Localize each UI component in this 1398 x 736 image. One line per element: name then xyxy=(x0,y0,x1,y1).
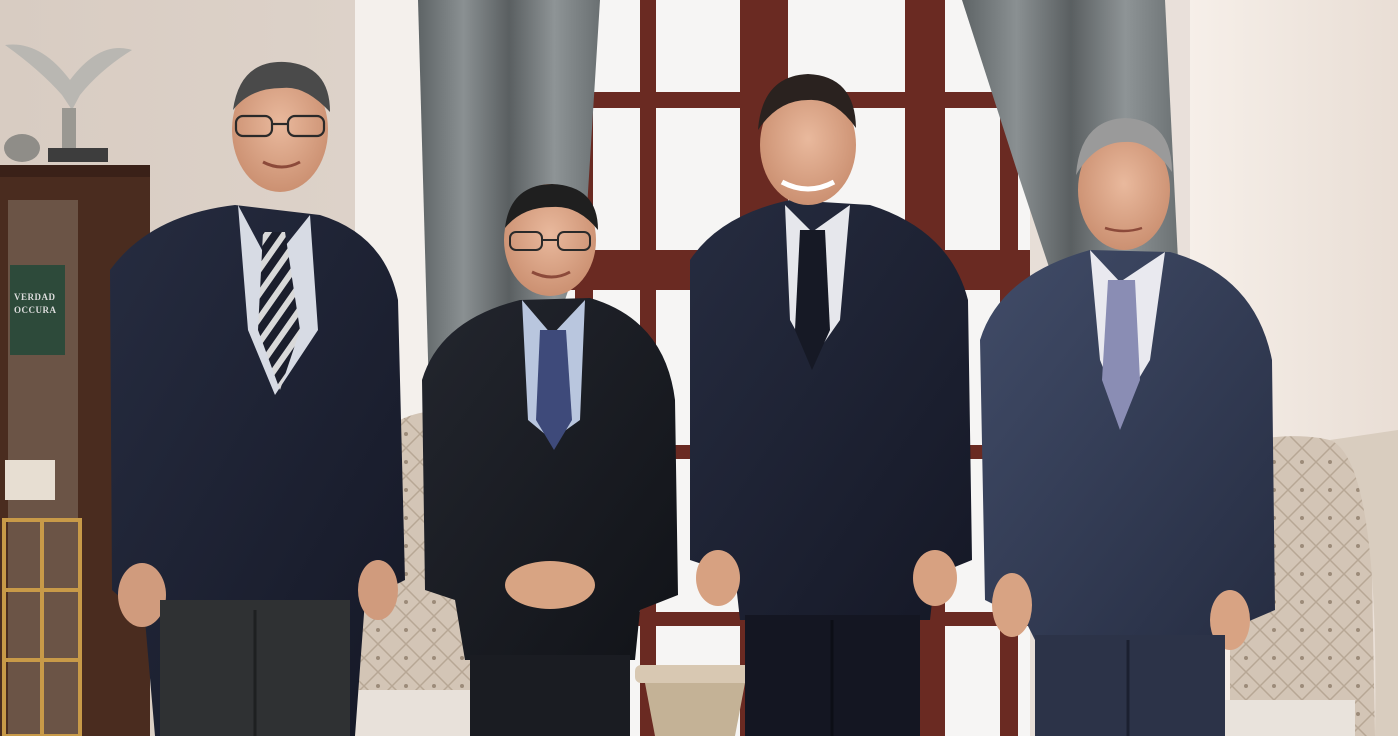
person-3 xyxy=(690,74,972,736)
book-spine-line1: VERDAD xyxy=(14,292,56,302)
person-2 xyxy=(422,184,678,736)
person-4 xyxy=(980,118,1275,736)
side-table xyxy=(635,665,755,736)
person-1 xyxy=(110,61,405,736)
eagle-trophy xyxy=(4,44,132,162)
book-spine-line2: OCCURA xyxy=(14,305,57,315)
